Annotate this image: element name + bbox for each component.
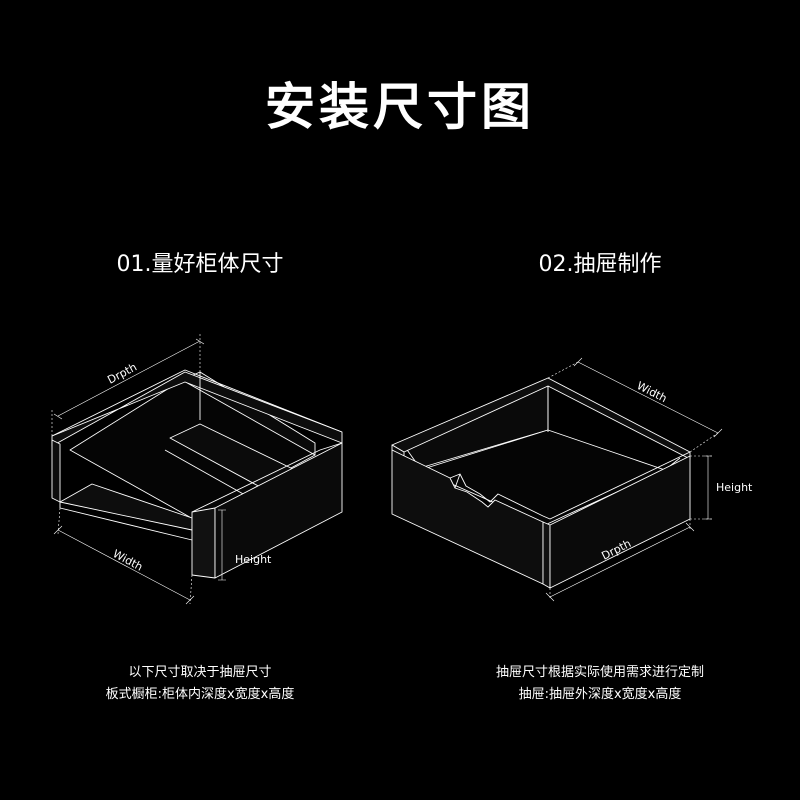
cabinet-right-panel-side [214, 442, 343, 579]
cabinet-width-label: Width [111, 547, 145, 573]
cabinet-diagram [51, 369, 343, 579]
step1-caption-line1: 以下尺寸取决于抽屉尺寸 [128, 665, 272, 680]
cabinet-right-panel-front [191, 507, 216, 579]
drawer-width-label: Width [635, 379, 669, 405]
cabinet-depth-label: Drpth [105, 360, 139, 386]
cabinet-depth-line [57, 340, 201, 417]
drawer-front-panel [391, 449, 544, 585]
drawer-width-line [577, 361, 719, 434]
step2-caption-line1: 抽屉尺寸根据实际使用需求进行定制 [495, 665, 704, 680]
page-title: 安装尺寸图 [265, 78, 535, 136]
step1-heading: 01.量好柜体尺寸 [116, 252, 284, 277]
cabinet-left-panel [51, 439, 61, 503]
cabinet-height-label: Height [235, 553, 272, 566]
step2-heading: 02.抽屉制作 [538, 252, 662, 277]
step2-caption-line2: 抽屉:抽屉外深度x宽度x高度 [518, 687, 682, 702]
drawer-diagram [391, 377, 691, 589]
drawer-dimensions [545, 357, 723, 602]
drawer-front-edge [542, 521, 551, 589]
cabinet-floor-rail [164, 449, 246, 496]
step2-caption: 抽屉尺寸根据实际使用需求进行定制 抽屉:抽屉外深度x宽度x高度 [400, 662, 800, 706]
drawer-depth-line [549, 526, 691, 598]
drawer-height-label: Height [716, 481, 753, 494]
step1-caption: 以下尺寸取决于抽屉尺寸 板式橱柜:柜体内深度x宽度x高度 [0, 662, 400, 706]
cabinet-dimensions [51, 334, 226, 605]
step1-caption-line2: 板式橱柜:柜体内深度x宽度x高度 [105, 687, 295, 702]
cabinet-width-line [57, 529, 191, 601]
